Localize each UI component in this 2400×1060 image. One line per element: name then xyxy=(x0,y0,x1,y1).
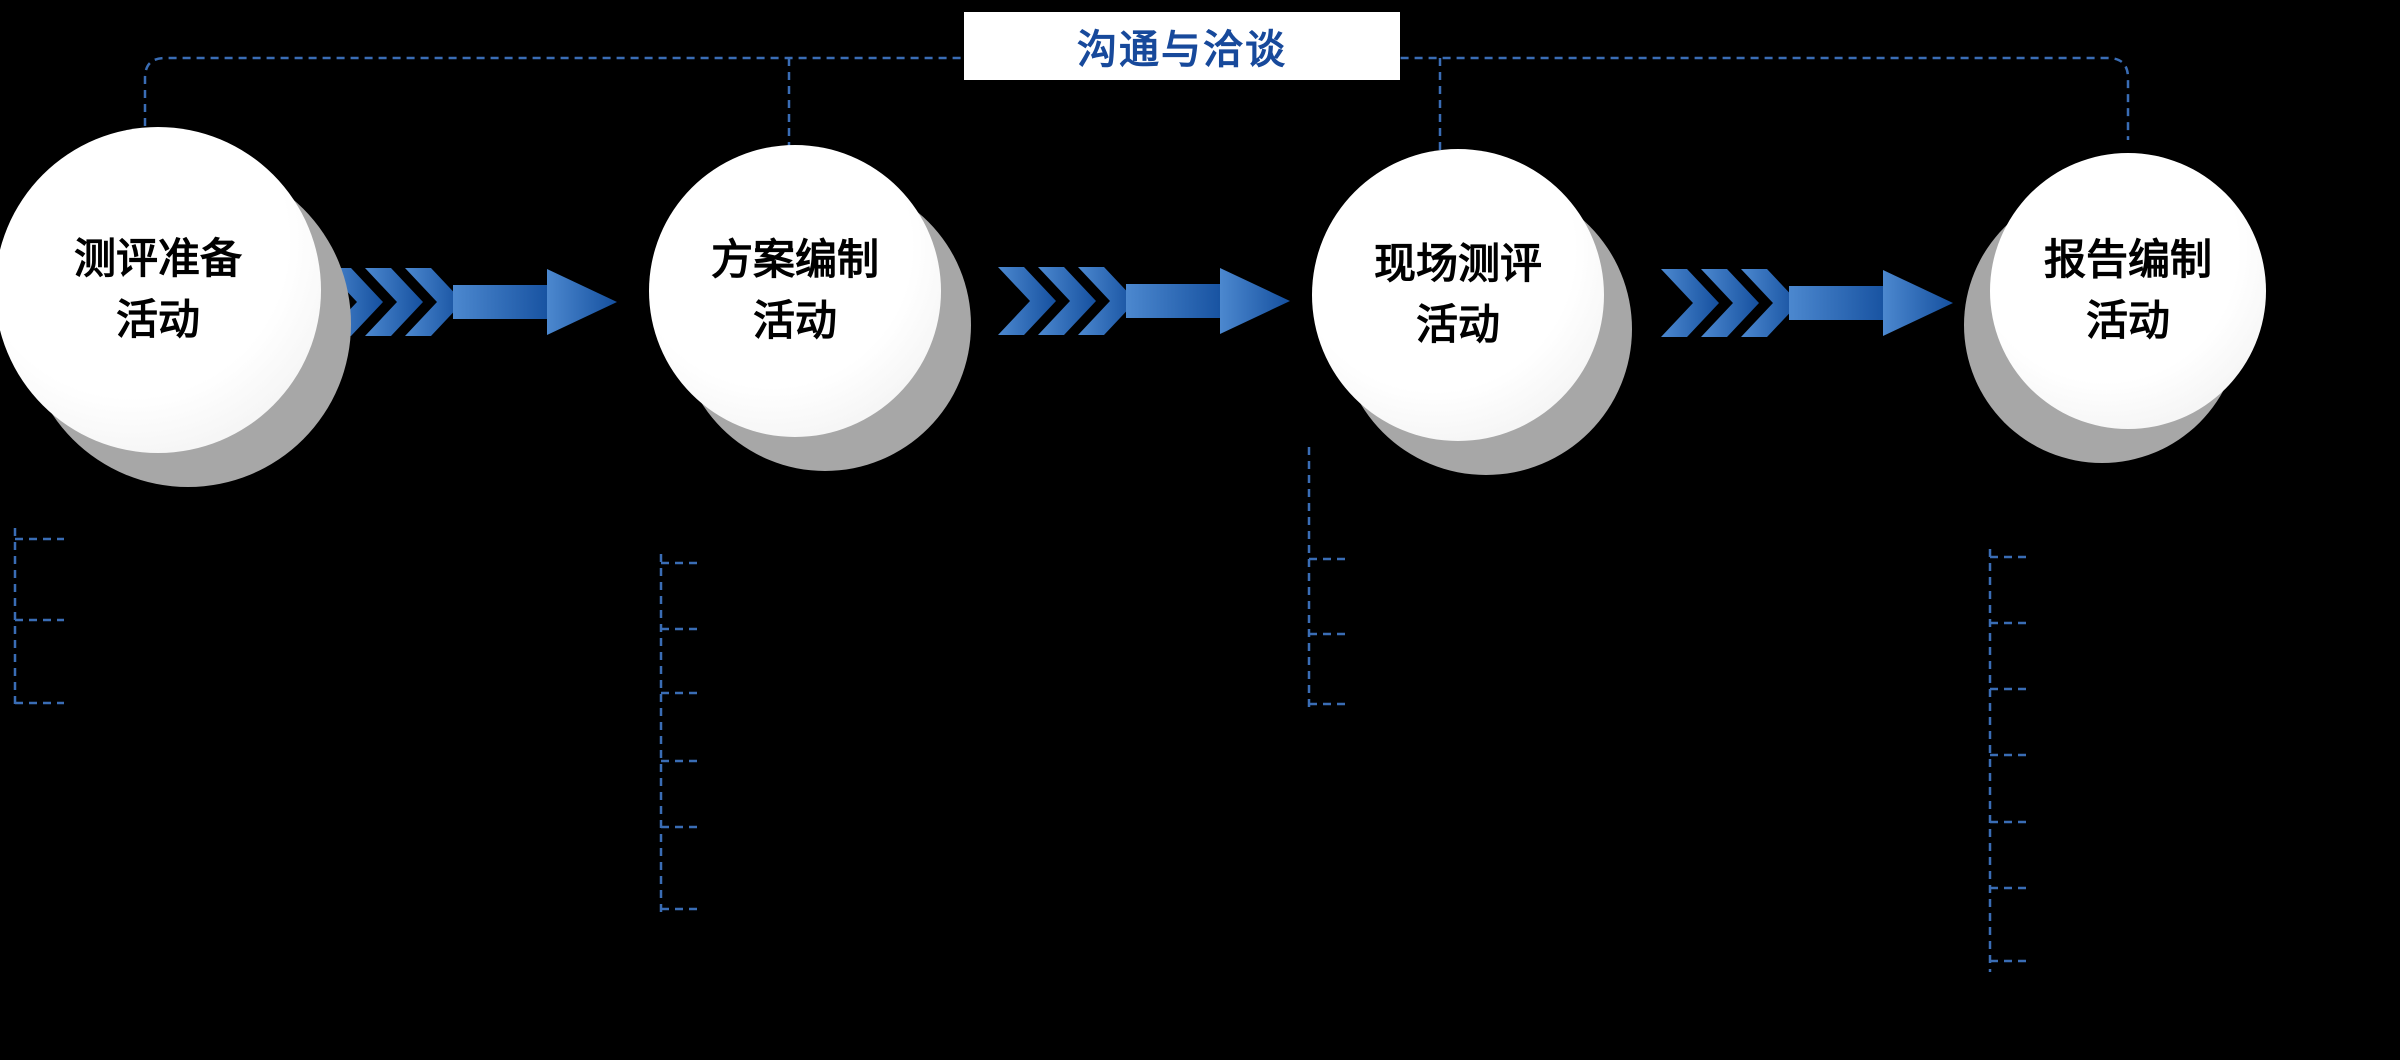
flow-arrow-3 xyxy=(1661,269,1953,337)
stage-preparation-label-line2: 活动 xyxy=(115,296,200,343)
communication-label-box: 沟通与洽谈 xyxy=(964,12,1400,80)
stage-onsite-evaluation-label-line1: 现场测评 xyxy=(1373,240,1542,288)
stage-preparation-circle: 测评准备 活动 xyxy=(0,127,321,453)
stage1-tick-list xyxy=(13,528,64,706)
stage2-tick-list xyxy=(659,554,703,918)
stage-plan-compilation-circle: 方案编制 活动 xyxy=(649,145,941,437)
stage-plan-compilation-label-line2: 活动 xyxy=(752,297,837,344)
stage-report-compilation-label-line2: 活动 xyxy=(2085,297,2170,344)
stage-plan-compilation: 方案编制 活动 xyxy=(649,145,979,475)
stage-report-compilation: 报告编制 活动 xyxy=(1964,153,2302,465)
stage4-tick-list xyxy=(1988,549,2032,972)
stage-report-compilation-circle: 报告编制 活动 xyxy=(1990,153,2266,429)
stage-plan-compilation-label-line1: 方案编制 xyxy=(710,236,879,284)
stage-onsite-evaluation-label-line2: 活动 xyxy=(1415,301,1500,348)
communication-label: 沟通与洽谈 xyxy=(1077,28,1287,72)
flow-arrow-1 xyxy=(325,268,617,336)
stage-preparation: 测评准备 活动 xyxy=(0,127,355,487)
flow-arrow-2 xyxy=(998,267,1290,335)
stage-report-compilation-label-line1: 报告编制 xyxy=(2043,236,2212,284)
stage-onsite-evaluation-circle: 现场测评 活动 xyxy=(1312,149,1604,441)
stage-onsite-evaluation: 现场测评 活动 xyxy=(1312,149,1642,479)
stage3-tick-list xyxy=(1307,447,1350,707)
stage-preparation-label-line1: 测评准备 xyxy=(73,235,242,283)
